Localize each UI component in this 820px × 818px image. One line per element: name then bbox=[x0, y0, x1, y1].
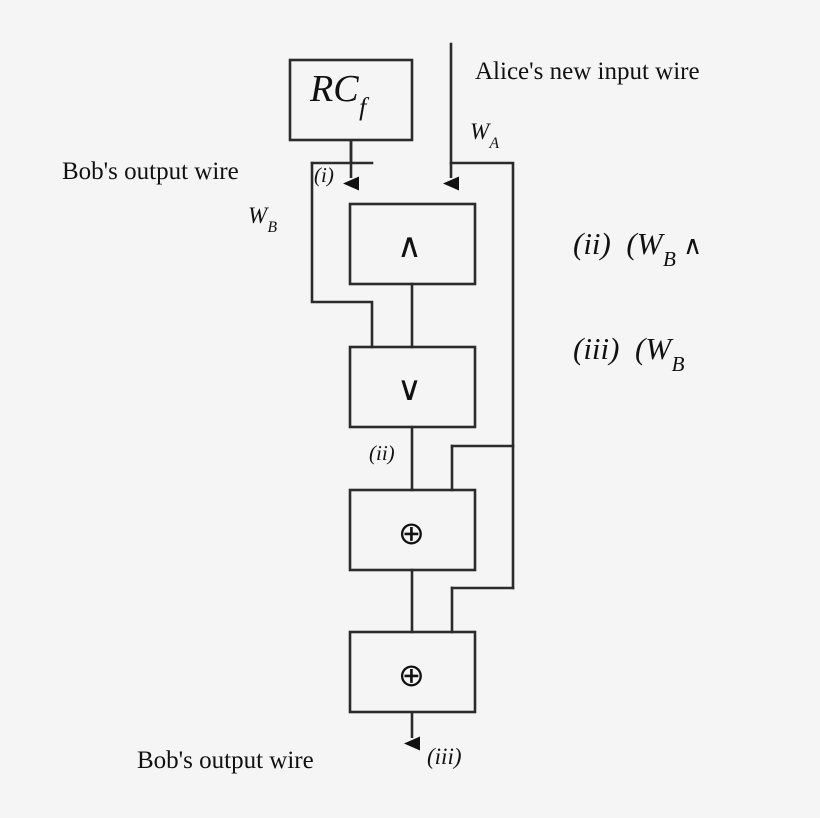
annotation-ii-expr-base: (W bbox=[626, 226, 663, 261]
rc-f-label: RCf bbox=[310, 68, 367, 122]
or-gate-glyph: ∨ bbox=[397, 369, 422, 409]
and-gate-glyph: ∧ bbox=[397, 226, 422, 266]
annotation-ii-marker: (ii) bbox=[573, 226, 611, 261]
w-b-label: WB bbox=[248, 203, 278, 237]
xor-gate-2-glyph: ⊕ bbox=[398, 656, 425, 694]
bob-output-wire-top-label: Bob's output wire bbox=[62, 158, 239, 185]
annotation-iii: (iii) (WB bbox=[573, 331, 684, 374]
annotation-ii: (ii) (WB ∧ bbox=[573, 226, 703, 269]
annotation-ii-expr-subscript: B bbox=[662, 246, 676, 271]
w-b-subscript: B bbox=[267, 219, 278, 237]
wire-wb-to-or-gate bbox=[310, 161, 374, 349]
rc-f-subscript: f bbox=[359, 92, 367, 122]
marker-iii-wire-label: (iii) bbox=[427, 744, 462, 769]
annotation-iii-expr-subscript: B bbox=[671, 351, 685, 376]
annotation-iii-expr-base: (W bbox=[635, 331, 672, 366]
bob-output-wire-bottom-label: Bob's output wire bbox=[137, 747, 314, 774]
alice-input-wire-label: Alice's new input wire bbox=[475, 58, 700, 85]
wire-alice-right-bus bbox=[449, 161, 515, 590]
marker-i-label: (i) bbox=[314, 163, 334, 187]
w-a-subscript: A bbox=[489, 135, 500, 153]
xor-gate-1-glyph: ⊕ bbox=[398, 514, 425, 552]
w-a-label: WA bbox=[470, 119, 500, 153]
annotation-iii-marker: (iii) bbox=[573, 331, 620, 366]
annotation-ii-operator: ∧ bbox=[683, 231, 703, 261]
marker-ii-wire-label: (ii) bbox=[369, 441, 395, 465]
